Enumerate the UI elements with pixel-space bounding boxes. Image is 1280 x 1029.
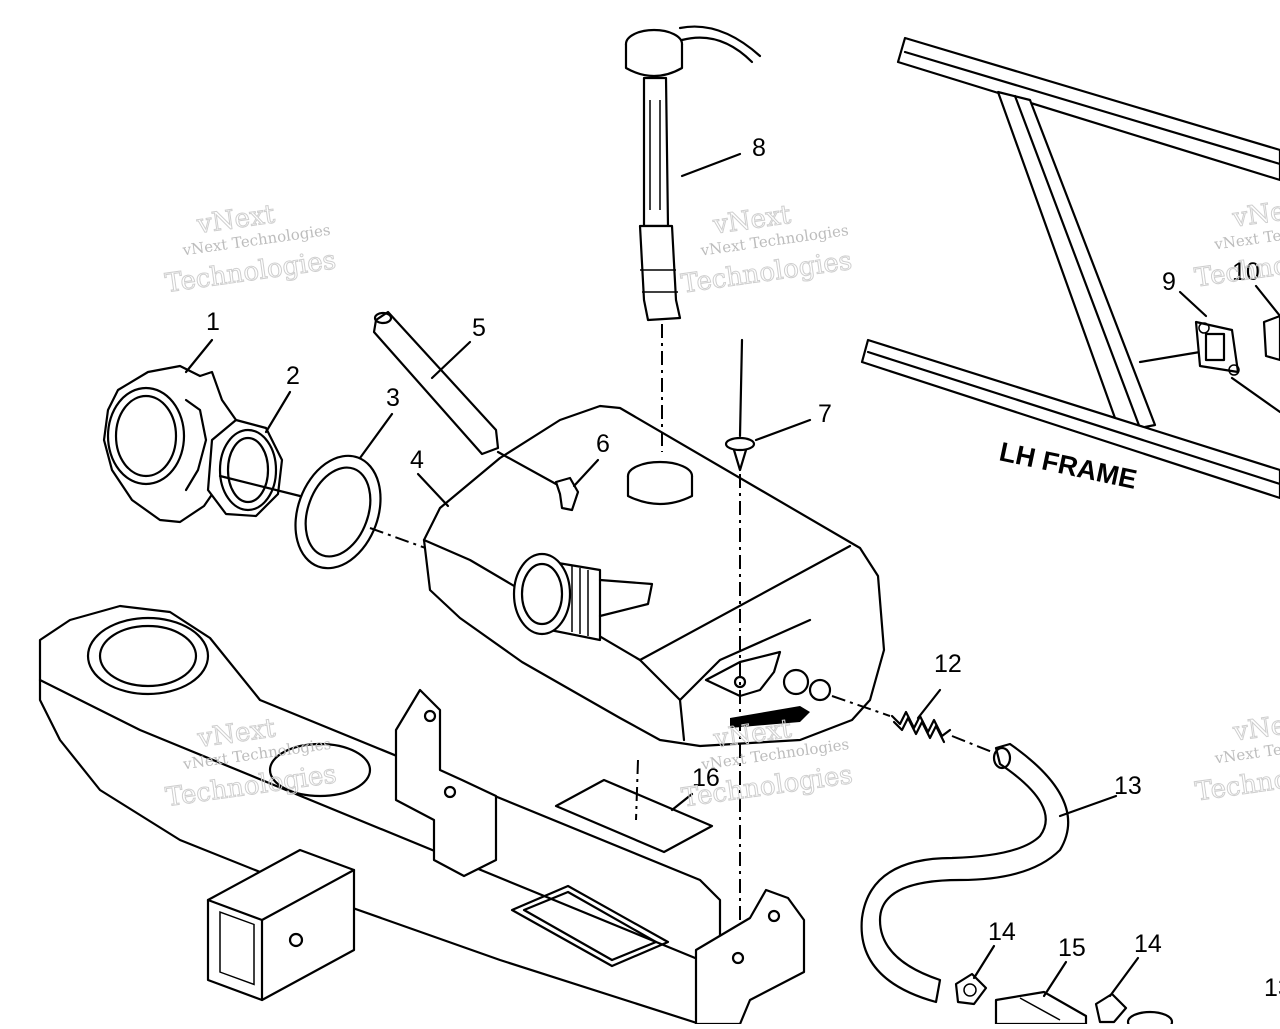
callout-14-left: 14 xyxy=(988,918,1016,946)
clip-part-9 xyxy=(1194,320,1240,376)
foam-pad xyxy=(554,778,714,854)
leader-lines xyxy=(184,152,1280,998)
cap-ring xyxy=(206,418,284,518)
lh-frame xyxy=(860,36,1280,500)
callout-2: 2 xyxy=(286,362,300,390)
callout-7: 7 xyxy=(818,400,832,428)
fuel-gauge xyxy=(624,25,762,322)
callout-3: 3 xyxy=(386,384,400,412)
washer xyxy=(294,454,382,570)
watermark-top-center: vNext vNext Technologies Technologies xyxy=(679,199,855,300)
watermark-top-right: vNext vNext Technologies Technologies xyxy=(1192,192,1280,294)
spring xyxy=(890,710,952,744)
fuel-tank xyxy=(422,404,886,748)
callout-12: 12 xyxy=(934,650,962,678)
callout-13: 13 xyxy=(1114,772,1142,800)
bracket-left xyxy=(394,688,498,878)
hose-clamp-right xyxy=(1094,992,1128,1024)
callout-8: 8 xyxy=(752,134,766,162)
part-10 xyxy=(1262,314,1280,362)
fuel-hose xyxy=(860,742,1070,1004)
callout-5: 5 xyxy=(472,314,486,342)
callout-15: 15 xyxy=(1058,934,1086,962)
elbow-fitting xyxy=(496,450,580,512)
filler-cap xyxy=(102,364,238,524)
callout-6: 6 xyxy=(596,430,610,458)
callout-14-right: 14 xyxy=(1134,930,1162,958)
callout-10: 10 xyxy=(1232,258,1260,286)
callout-16: 16 xyxy=(692,764,720,792)
callout-4: 4 xyxy=(410,446,424,474)
callout-1: 1 xyxy=(206,308,220,336)
vent-tube xyxy=(372,310,500,456)
watermark-bottom-right: vNext vNext Technologies Technologies xyxy=(1193,706,1280,808)
callout-9: 9 xyxy=(1162,268,1176,296)
inline-filter xyxy=(994,990,1088,1026)
hose-clamp-left xyxy=(954,972,988,1006)
lower-frame xyxy=(38,604,722,1026)
watermark-top-left: vNext vNext Technologies Technologies xyxy=(163,199,339,300)
callout-13b: 13 xyxy=(1264,974,1280,1002)
drain-bolt xyxy=(724,338,756,472)
part-13b xyxy=(1126,1010,1174,1029)
